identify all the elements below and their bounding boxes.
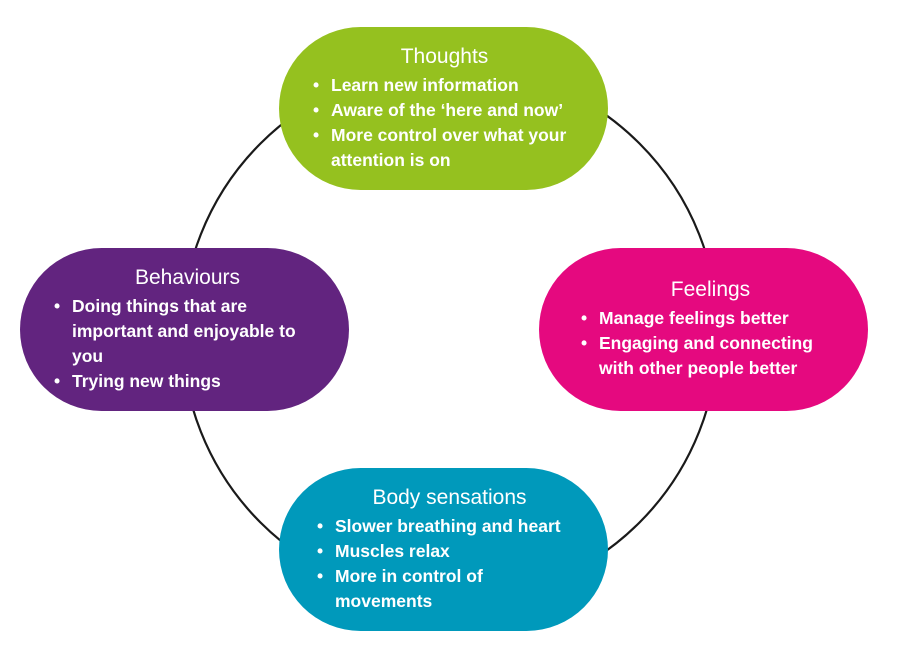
- feelings-node: Feelings Manage feelings better Engaging…: [539, 248, 868, 411]
- body-sensations-item: More in control of movements: [315, 564, 584, 614]
- body-sensations-title: Body sensations: [372, 485, 527, 509]
- thoughts-title: Thoughts: [400, 44, 489, 68]
- body-sensations-item: Slower breathing and heart: [315, 514, 584, 539]
- thoughts-item: More control over what your attention is…: [311, 123, 578, 173]
- body-sensations-node: Body sensations Slower breathing and hea…: [279, 468, 608, 631]
- thoughts-node: Thoughts Learn new information Aware of …: [279, 27, 608, 190]
- thoughts-item: Learn new information: [311, 73, 578, 98]
- body-sensations-item: Muscles relax: [315, 539, 584, 564]
- behaviours-item: Doing things that are important and enjo…: [52, 294, 323, 369]
- feelings-title: Feelings: [670, 278, 751, 301]
- behaviours-title: Behaviours: [134, 265, 241, 289]
- behaviours-item: Trying new things: [52, 369, 323, 394]
- thoughts-item: Aware of the ‘here and now’: [311, 98, 578, 123]
- behaviours-node: Behaviours Doing things that are importa…: [20, 248, 349, 411]
- feelings-list: Manage feelings better Engaging and conn…: [579, 306, 842, 381]
- behaviours-list: Doing things that are important and enjo…: [52, 294, 323, 394]
- feelings-item: Engaging and connecting with other peopl…: [579, 331, 842, 381]
- thoughts-list: Learn new information Aware of the ‘here…: [311, 73, 578, 173]
- body-sensations-list: Slower breathing and heart Muscles relax…: [315, 514, 584, 614]
- feelings-item: Manage feelings better: [579, 306, 842, 331]
